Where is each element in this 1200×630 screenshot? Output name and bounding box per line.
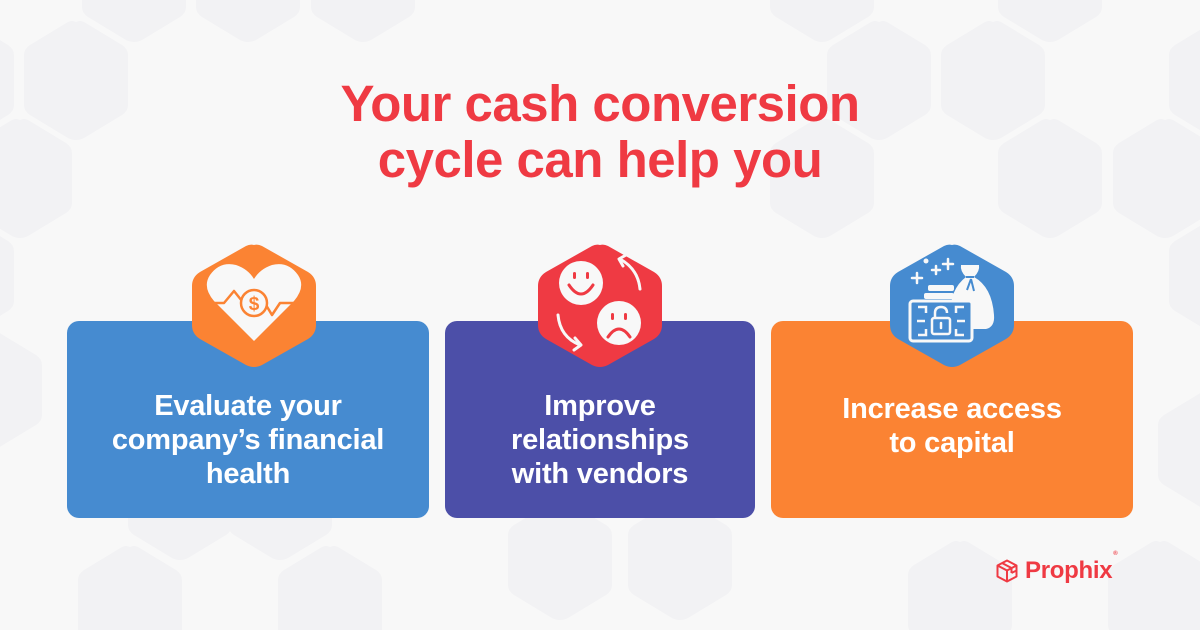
card-line: relationships (511, 423, 689, 456)
prophix-logo: Prophix® (995, 551, 1118, 585)
title-line-2: cycle can help you (377, 131, 823, 188)
logo-wordmark: Prophix® (1025, 551, 1118, 584)
svg-text:$: $ (249, 294, 260, 315)
title-line-1: Your cash conversion (340, 75, 860, 132)
happy-sad-faces-cycle-icon (536, 243, 664, 368)
heart-dollar-icon: $ (190, 243, 318, 368)
card-line: Improve (544, 389, 656, 422)
card-line: with vendors (511, 457, 689, 490)
card-text: Improve relationships with vendors (511, 389, 689, 491)
prophix-cube-icon (996, 559, 1018, 583)
card-line: Increase access (842, 392, 1062, 425)
card-line: Evaluate your (154, 389, 342, 422)
page-title: Your cash conversion cycle can help you (0, 76, 1200, 188)
money-bag-unlock-icon (888, 243, 1016, 368)
card-line: health (205, 457, 291, 490)
card-text: Increase access to capital (842, 392, 1062, 460)
card-line: company’s financial (111, 423, 385, 456)
card-text: Evaluate your company’s financial health (111, 389, 385, 491)
card-line: to capital (889, 426, 1015, 459)
